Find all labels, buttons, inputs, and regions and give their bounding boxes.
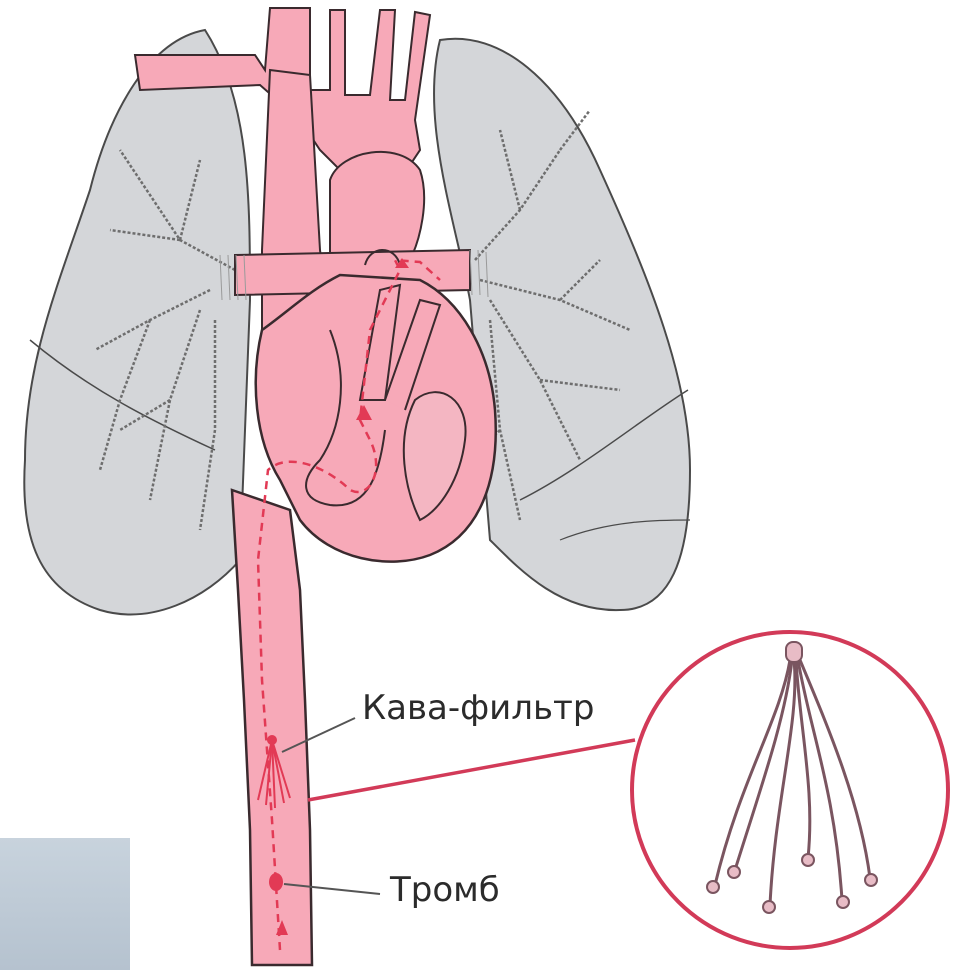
zoom-connector-line [308,740,635,800]
thrombus-label: Тромб [390,870,500,910]
pulmonary-trunk [330,152,424,260]
cava-filter-label: Кава-фильтр [362,688,594,728]
right-lung [434,39,690,610]
inferior-vena-cava [232,490,312,965]
thrombus [269,873,283,891]
